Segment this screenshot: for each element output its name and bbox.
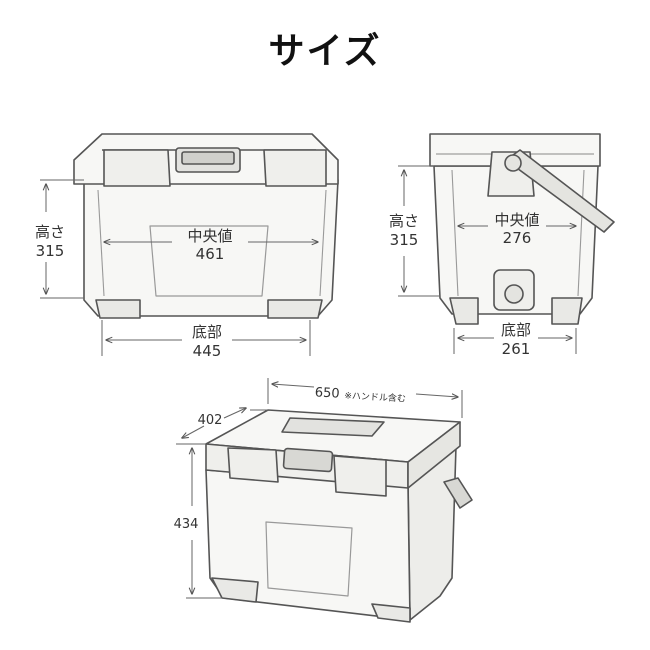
iso-front-handle <box>282 447 334 473</box>
side-bottom-label: 底部 <box>501 321 531 339</box>
front-foot-right <box>267 299 323 319</box>
iso-view-cooler <box>205 409 473 623</box>
front-height-value: 315 <box>36 242 65 260</box>
side-lid <box>429 133 601 167</box>
iso-depth-value: 402 <box>198 413 223 428</box>
side-foot-left <box>449 297 479 325</box>
iso-width-note: ※ハンドル含む <box>344 389 406 404</box>
front-height-label: 高さ <box>35 223 65 241</box>
side-center-value: 276 <box>503 229 532 247</box>
iso-dimensions <box>176 378 463 599</box>
side-bottom-value: 261 <box>502 340 531 358</box>
front-foot-left <box>95 299 141 319</box>
side-foot-right <box>551 297 583 325</box>
front-center-label: 中央値 <box>187 227 232 245</box>
front-lid-bump-right <box>263 149 327 187</box>
front-bottom-value: 445 <box>193 342 222 360</box>
side-handle-arm <box>505 149 615 233</box>
iso-side-handle <box>443 477 473 509</box>
side-view-cooler <box>429 133 615 325</box>
front-center-value: 461 <box>196 245 225 263</box>
side-height-label: 高さ <box>389 212 419 230</box>
side-center-label: 中央値 <box>494 211 539 229</box>
front-bottom-label: 底部 <box>192 323 222 341</box>
iso-width-value: 650 <box>314 385 340 401</box>
iso-lid-bump-left <box>227 447 279 483</box>
iso-lid-side <box>407 421 461 489</box>
front-lid-bump-left <box>103 149 171 187</box>
front-dimensions <box>40 179 318 356</box>
side-dimensions <box>398 165 576 354</box>
iso-height-value: 434 <box>174 517 199 532</box>
front-view-cooler <box>73 133 339 319</box>
iso-lid-bump-right <box>333 455 387 497</box>
side-height-value: 315 <box>390 231 419 249</box>
page-title: サイズ <box>268 31 382 72</box>
